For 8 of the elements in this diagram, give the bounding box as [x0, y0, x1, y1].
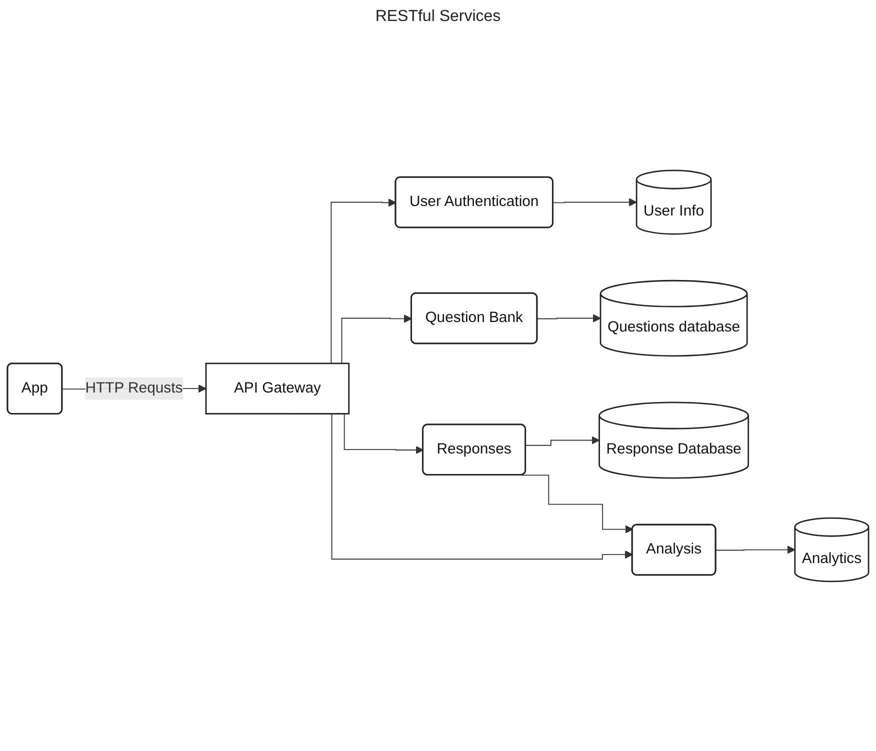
arrow	[525, 436, 600, 446]
arrow	[520, 474, 634, 534]
node-box: API Gateway	[205, 362, 350, 414]
column-heading: RESTful Services	[375, 8, 501, 25]
arrow	[552, 198, 637, 206]
edge-label: HTTP Requsts	[85, 380, 183, 396]
arrow	[536, 314, 601, 322]
arrow	[716, 546, 796, 554]
